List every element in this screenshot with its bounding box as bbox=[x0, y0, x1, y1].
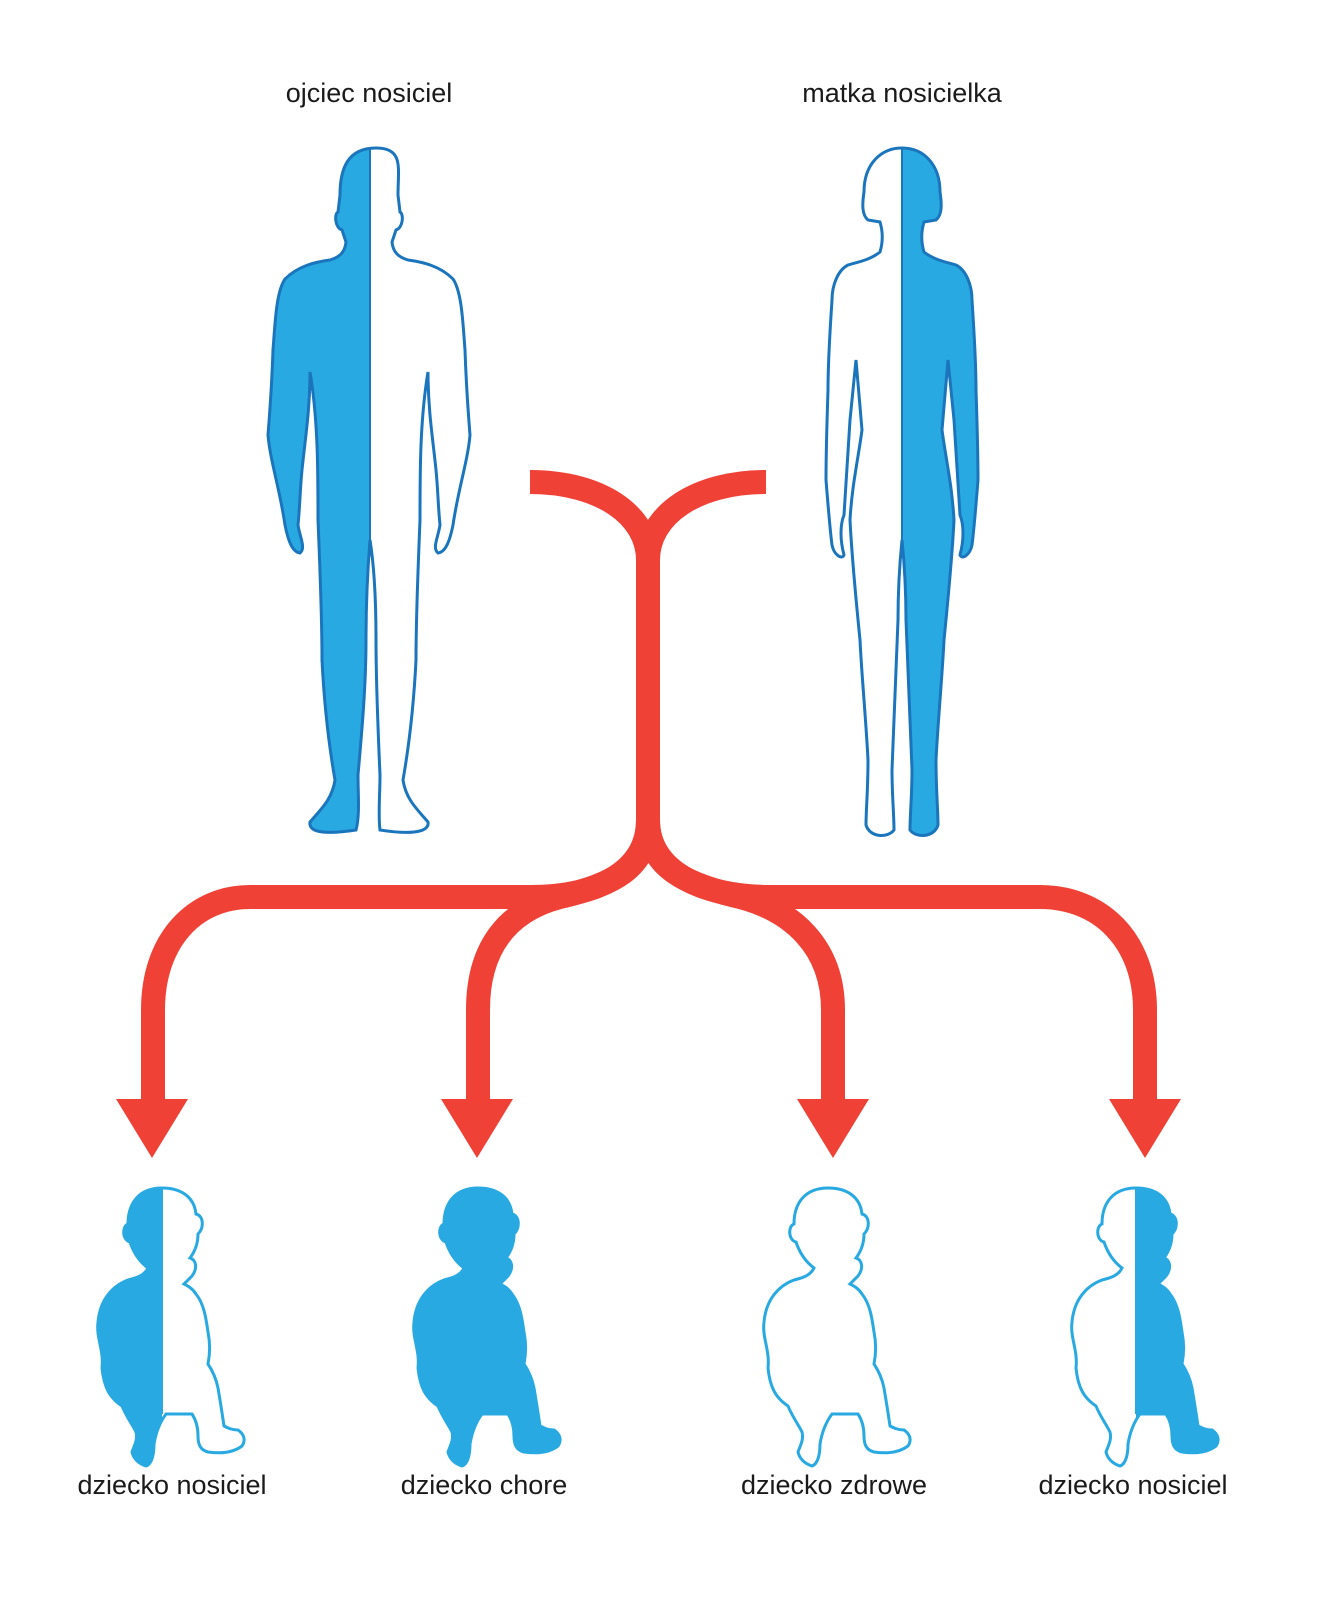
arrow-branch-2 bbox=[466, 819, 660, 1100]
father-figure bbox=[266, 146, 472, 834]
arrowhead-3 bbox=[797, 1099, 869, 1158]
mother-figure bbox=[824, 146, 980, 837]
arrowhead-4 bbox=[1109, 1099, 1181, 1158]
child-1-label: dziecko nosiciel bbox=[77, 1470, 266, 1500]
child-1-figure bbox=[96, 1186, 246, 1468]
mother-label: matka nosicielka bbox=[802, 78, 1003, 108]
arrow-branch-4 bbox=[636, 819, 1157, 1100]
child-3-label: dziecko zdrowe bbox=[741, 1470, 927, 1500]
arrowheads bbox=[116, 1099, 1181, 1158]
inheritance-arrows bbox=[141, 470, 1157, 1100]
arrow-branch-1 bbox=[141, 819, 660, 1100]
child-4-figure bbox=[1070, 1186, 1220, 1468]
arrow-from-father bbox=[529, 470, 660, 561]
arrow-from-mother bbox=[636, 470, 767, 561]
child-3-figure bbox=[762, 1186, 912, 1468]
arrowhead-1 bbox=[116, 1099, 188, 1158]
arrowhead-2 bbox=[441, 1099, 513, 1158]
child-2-figure bbox=[412, 1186, 562, 1468]
child-2-label: dziecko chore bbox=[401, 1470, 568, 1500]
father-label: ojciec nosiciel bbox=[286, 78, 453, 108]
child-4-label: dziecko nosiciel bbox=[1038, 1470, 1227, 1500]
